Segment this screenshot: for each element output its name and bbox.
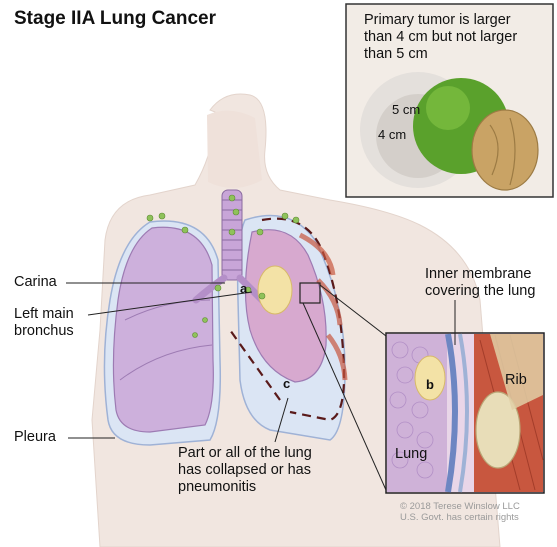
label-collapse: Part or all of the lung has collapsed or…	[178, 445, 318, 496]
label-pleura: Pleura	[14, 429, 56, 446]
copyright-line-1: © 2018 Terese Winslow LLC	[400, 501, 550, 512]
label-rib: Rib	[505, 372, 527, 389]
page-title: Stage IIA Lung Cancer	[14, 8, 216, 30]
marker-a: a	[240, 281, 247, 296]
right-lung	[113, 227, 213, 432]
walnut	[472, 110, 538, 190]
lime-highlight	[426, 86, 470, 130]
size-label-4cm: 4 cm	[378, 126, 406, 143]
label-lung: Lung	[395, 446, 427, 463]
neck	[207, 111, 262, 188]
label-inner-membrane: Inner membrane covering the lung	[425, 266, 557, 300]
label-carina: Carina	[14, 274, 57, 291]
label-left-main-bronchus: Left main bronchus	[14, 306, 114, 340]
marker-c: c	[283, 376, 290, 391]
size-label-5cm: 5 cm	[392, 101, 420, 118]
copyright-line-2: U.S. Govt. has certain rights	[400, 512, 550, 523]
size-inset-caption: Primary tumor is larger than 4 cm but no…	[364, 12, 540, 63]
marker-b: b	[426, 377, 434, 392]
primary-tumor	[258, 266, 292, 314]
copyright-notice: © 2018 Terese Winslow LLC U.S. Govt. has…	[400, 501, 550, 523]
